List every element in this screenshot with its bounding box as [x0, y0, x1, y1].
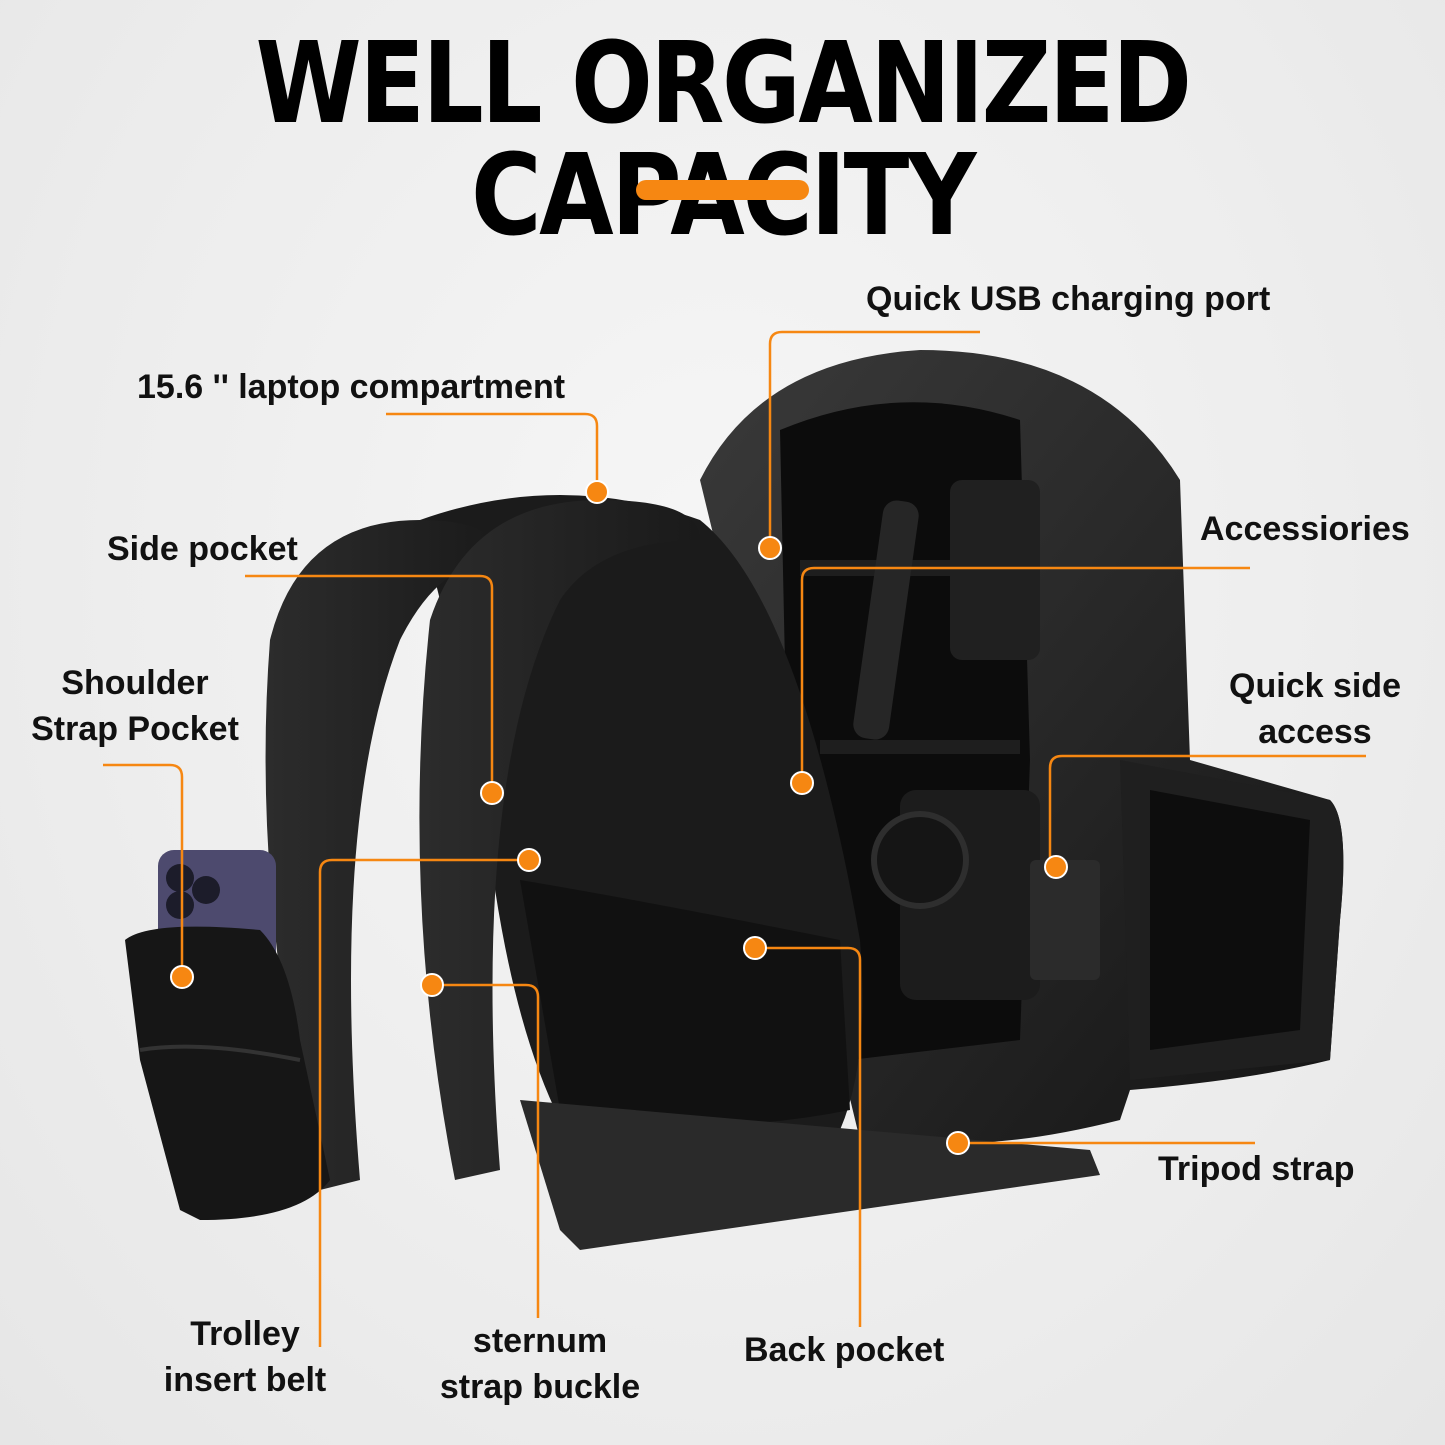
- label-shoulder-strap-pocket: Shoulder Strap Pocket: [18, 660, 252, 752]
- label-back-pocket: Back pocket: [744, 1331, 945, 1369]
- label-trolley-insert-belt: Trolley insert belt: [145, 1311, 345, 1403]
- label-shoulder-line1: Shoulder: [61, 664, 209, 702]
- label-sternum-line2: strap buckle: [439, 1368, 641, 1406]
- label-shoulder-line2: Strap Pocket: [31, 710, 239, 748]
- label-usb-port: Quick USB charging port: [866, 280, 1271, 318]
- label-quick-side-access: Quick side access: [1212, 663, 1418, 755]
- label-trolley-line2: insert belt: [163, 1361, 327, 1399]
- label-quick-side-line1: Quick side: [1229, 667, 1401, 705]
- label-tripod-strap: Tripod strap: [1158, 1150, 1355, 1188]
- label-quick-side-line2: access: [1258, 713, 1372, 751]
- label-trolley-line1: Trolley: [190, 1315, 300, 1353]
- accent-divider: [636, 180, 809, 200]
- label-side-pocket: Side pocket: [107, 530, 298, 568]
- label-accessories: Accessiories: [1200, 510, 1410, 548]
- label-sternum-strap-buckle: sternum strap buckle: [420, 1318, 660, 1410]
- label-sternum-line1: sternum: [472, 1322, 608, 1360]
- label-laptop-compartment: 15.6 '' laptop compartment: [137, 368, 566, 406]
